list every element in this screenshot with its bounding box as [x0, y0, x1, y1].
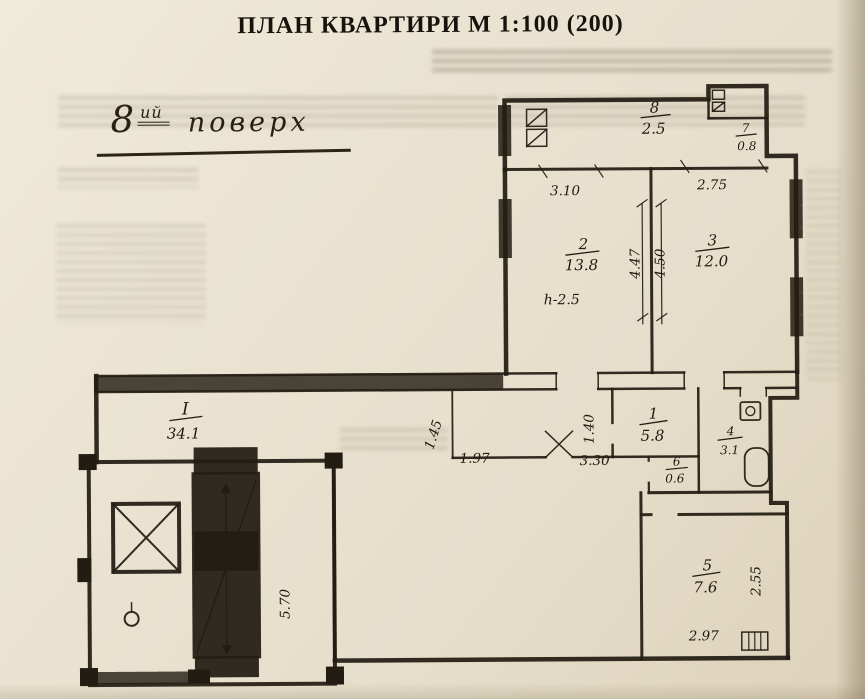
room-label-6: 6 0.6 — [665, 454, 688, 486]
dim-3-10: 3.10 — [550, 183, 581, 199]
scan-edge-shadow-right — [835, 0, 865, 699]
room-label-4: 4 3.1 — [717, 424, 743, 457]
room-area: 7.6 — [693, 578, 717, 596]
room-label-1: 1 5.8 — [639, 405, 668, 445]
room-area: 2.5 — [641, 120, 666, 138]
toilet-icon — [743, 447, 770, 487]
stair-direction-arrow-up — [220, 483, 231, 494]
dim-1-97: 1.97 — [460, 451, 491, 467]
dim-2-97: 2.97 — [688, 628, 720, 644]
room-label-5: 5 7.6 — [692, 556, 721, 596]
scan-edge-shadow-bottom — [0, 683, 865, 699]
window-hatches — [498, 105, 804, 337]
balcony-railing-hatch — [94, 373, 509, 393]
bathroom-fixtures — [739, 401, 770, 487]
entry-door-mark — [544, 430, 574, 459]
room-label-3: 3 12.0 — [695, 231, 730, 270]
dim-2-55: 2.55 — [748, 566, 764, 597]
interior-partitions — [331, 387, 789, 663]
dim-2-75: 2.75 — [696, 177, 727, 193]
dim-5-70: 5.70 — [277, 588, 293, 619]
radiator-icon — [740, 631, 769, 651]
room-labels: 8 2.5 7 0.8 2 13.8 h-2.5 3 — [167, 99, 757, 596]
ceiling-height-note: h-2.5 — [544, 292, 580, 308]
room-area: 34.1 — [167, 424, 201, 442]
room-number: 6 — [673, 454, 681, 468]
room-label-corridor: I 34.1 — [167, 399, 203, 443]
room-area: 3.1 — [720, 443, 739, 457]
room-number: 3 — [708, 231, 718, 249]
staircase — [191, 447, 262, 688]
dim-1-40: 1.40 — [581, 414, 597, 445]
dim-4-47: 4.47 — [627, 248, 643, 280]
door-handle-mark — [123, 602, 140, 627]
stair-direction-arrow-down — [221, 645, 232, 656]
dimension-ticks — [538, 159, 768, 325]
room-number: 2 — [578, 235, 589, 253]
room-area: 13.8 — [565, 256, 599, 274]
room-area: 0.6 — [665, 471, 685, 485]
room-area: 12.0 — [695, 252, 729, 270]
room-label-8: 8 2.5 — [640, 99, 671, 138]
room-label-7: 7 0.8 — [735, 121, 757, 153]
room-label-2: 2 13.8 h-2.5 — [544, 235, 600, 308]
room-number: 7 — [742, 121, 750, 135]
room-number: 1 — [649, 405, 659, 423]
dim-1-45: 1.45 — [422, 418, 446, 451]
stairwell-block — [77, 447, 345, 688]
room-area: 5.8 — [641, 427, 665, 445]
sink-icon — [739, 401, 762, 422]
room-number: 5 — [702, 556, 712, 574]
window-hatch — [97, 671, 209, 685]
dim-3-30: 3.30 — [580, 453, 611, 469]
room-number: 4 — [726, 424, 735, 438]
dimension-labels: 3.10 2.75 4.47 4.50 1.45 1.97 1.40 3.30 … — [277, 177, 764, 644]
room-number: I — [181, 399, 189, 419]
room-area: 0.8 — [737, 139, 757, 153]
elevator-shaft — [110, 501, 182, 574]
dim-4-50: 4.50 — [652, 248, 668, 280]
vent-shafts — [525, 89, 726, 148]
room-number: 8 — [650, 99, 660, 117]
